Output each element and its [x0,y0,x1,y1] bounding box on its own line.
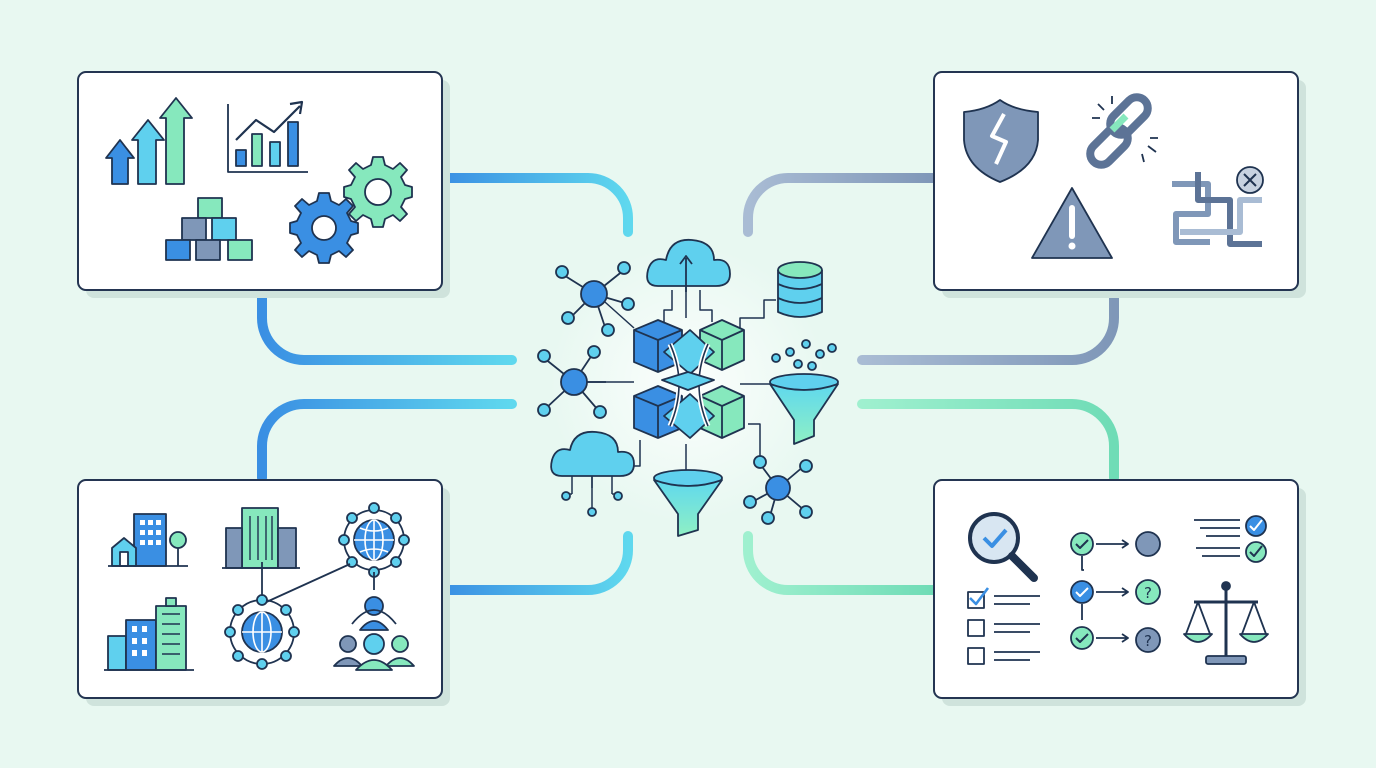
node-network-icon [555,261,635,337]
connector-top-right-lower [857,287,1119,365]
line-bar-chart-icon [227,100,308,173]
interlocking-cubes-icon [633,319,745,439]
connector-bottom-right-lower [743,531,939,595]
connector-top-right-upper [743,173,939,237]
balance-scale-icon [1183,581,1269,665]
stacked-blocks-icon [165,197,253,261]
gears-icon [289,156,413,264]
network-globe-small-icon [224,594,300,670]
connector-bottom-right-upper [857,399,1119,483]
cloud-icon [646,238,731,292]
office-building-icon [108,513,188,567]
connector-top-left-upper [437,173,633,237]
connectors [257,173,1119,595]
checklist-icon [967,587,1040,665]
growth-arrows-icon [105,97,193,185]
magnifier-check-icon [968,512,1038,582]
connector-top-left-lower [257,287,517,365]
close-badge-icon [1236,166,1264,194]
broken-chain-link-icon [1086,93,1158,169]
tangled-pipes-icon [1172,172,1262,247]
database-icon [777,261,823,318]
center-cluster [537,238,839,537]
people-group-icon [333,596,415,671]
broken-shield-icon [963,99,1039,183]
connector-bottom-left-lower [437,531,633,595]
warning-triangle-icon [1031,187,1113,259]
globe-network-icon [261,502,410,605]
decision-flow-icon: ? ? [1070,531,1161,653]
cloud-lower-icon [550,430,635,517]
checked-lines-icon [1194,515,1267,563]
connector-bottom-left-upper [257,399,517,483]
funnel-bottom-icon [653,469,723,537]
node-network-left-icon [537,345,607,419]
city-skyline-icon [104,597,194,671]
tall-building-icon [222,507,300,569]
svg-text:?: ? [1144,632,1152,650]
funnel-icon [769,339,839,445]
node-network-right-icon [743,455,813,525]
svg-text:?: ? [1144,584,1152,602]
